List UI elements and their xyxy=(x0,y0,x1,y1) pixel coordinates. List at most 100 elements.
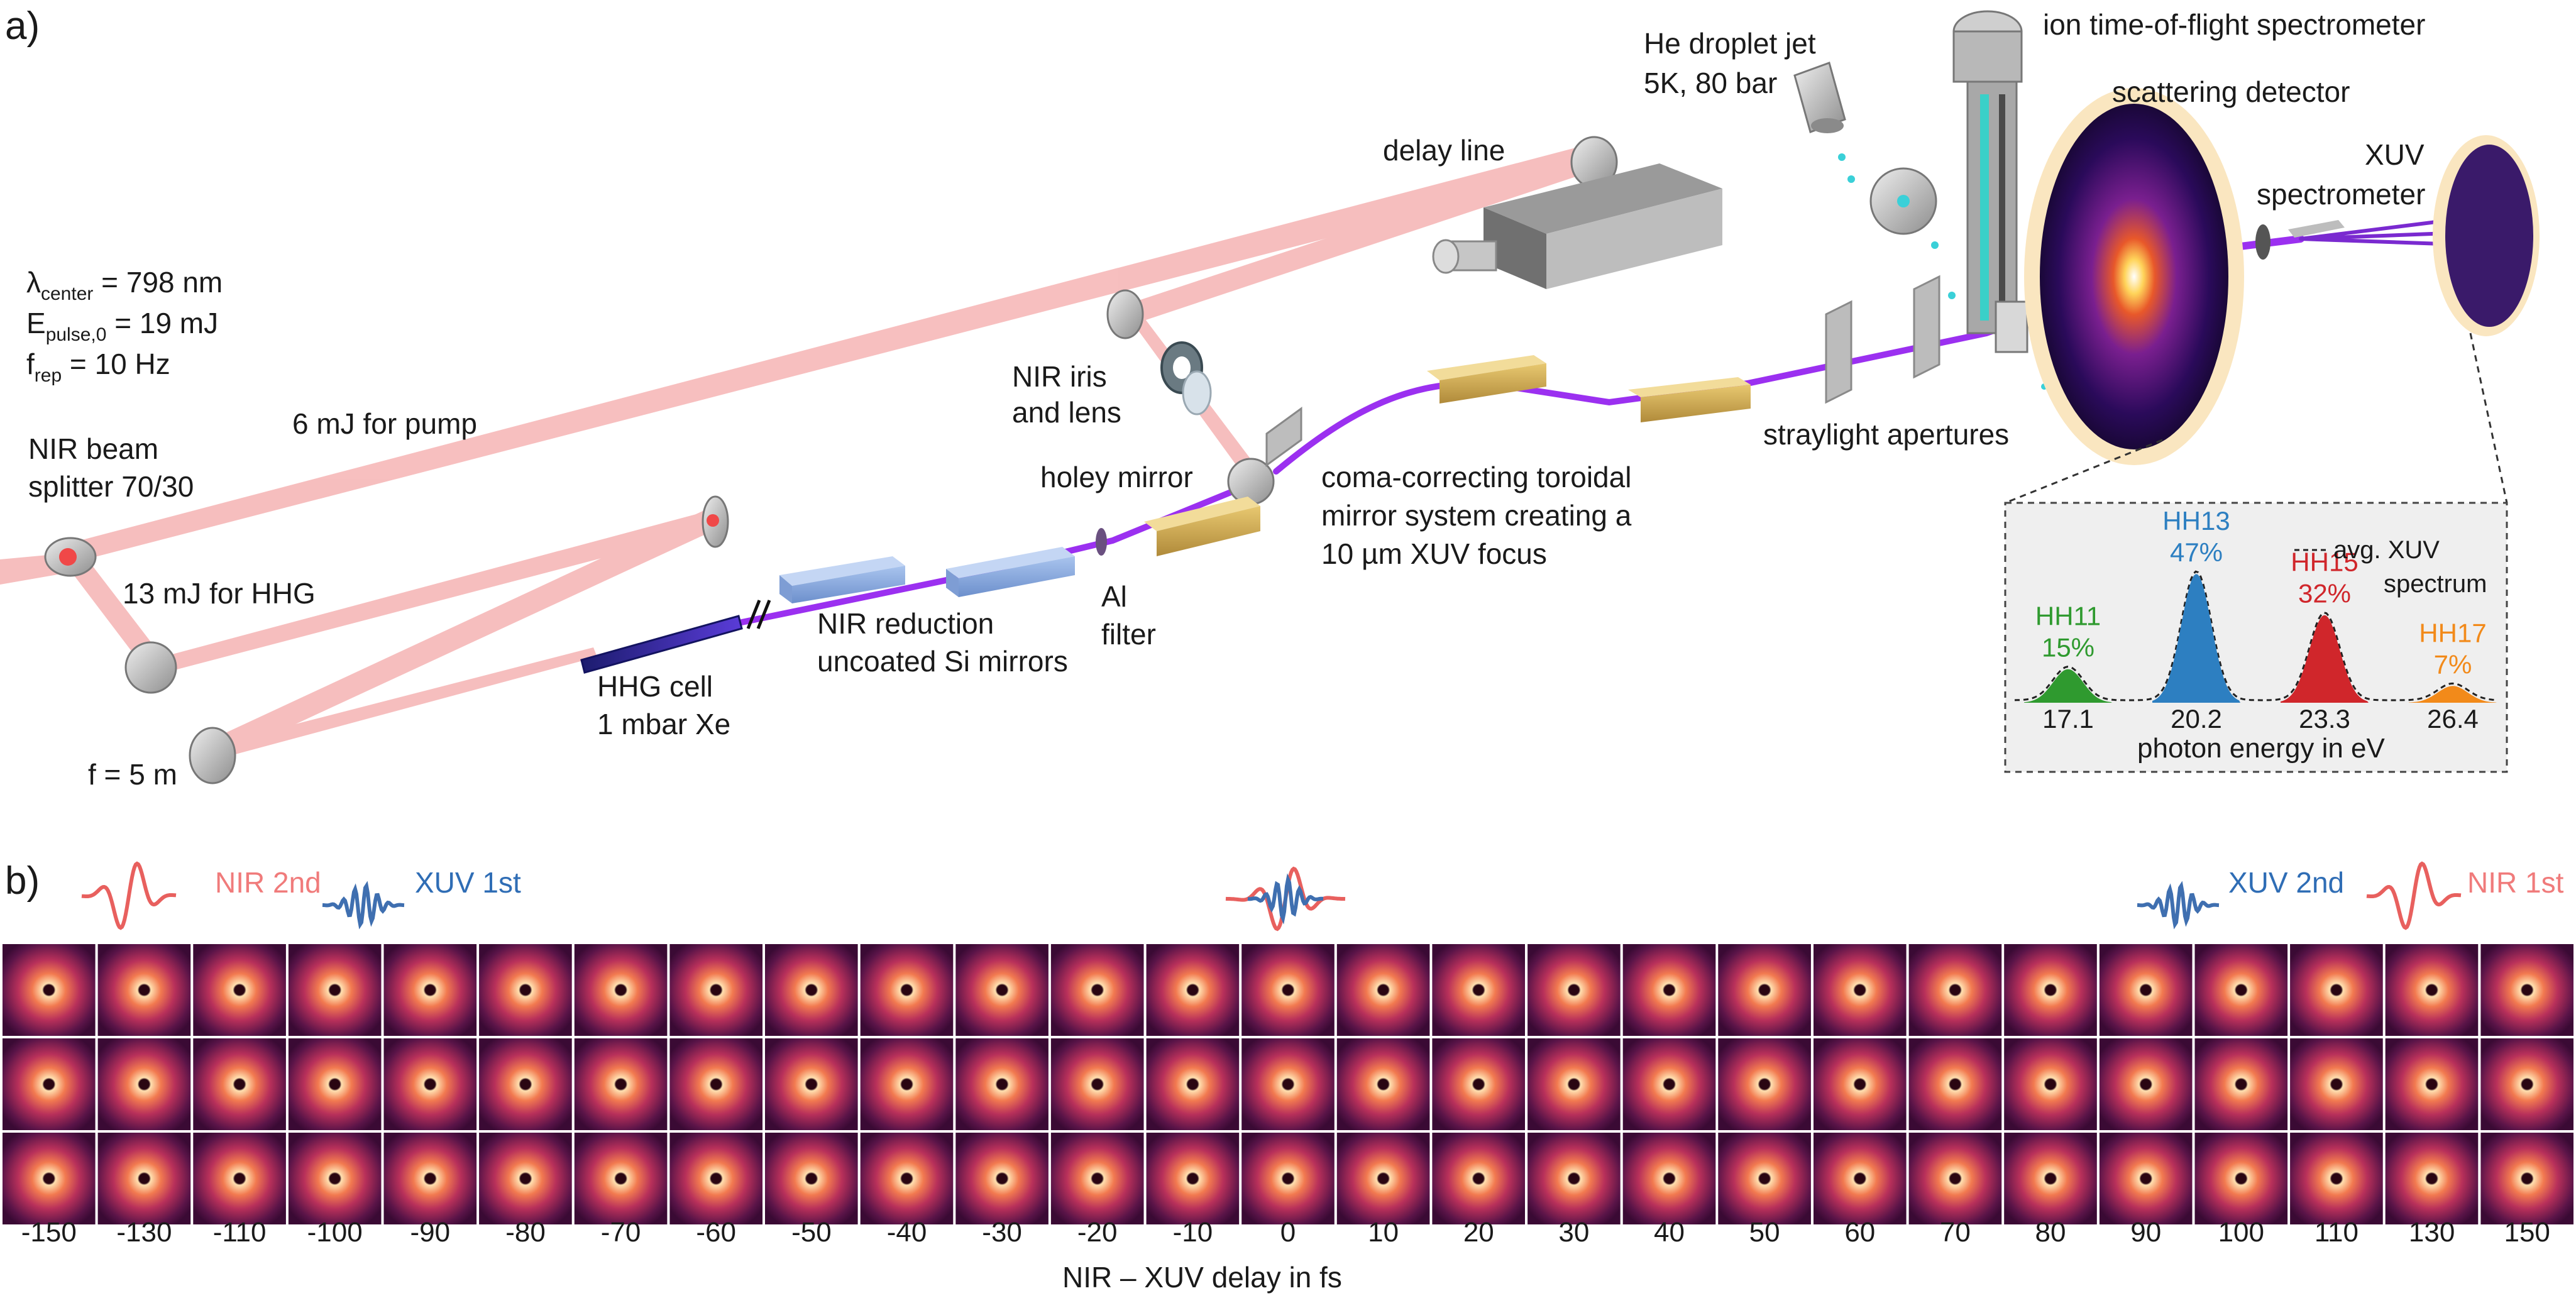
delay-label: 110 xyxy=(2315,1217,2359,1248)
delay-label: -30 xyxy=(982,1217,1022,1248)
scattering-image xyxy=(669,1133,762,1224)
xuv-2nd-label: XUV 2nd xyxy=(2228,866,2344,899)
scattering-image xyxy=(2290,944,2383,1036)
scattering-image xyxy=(765,1133,858,1224)
scattering-image xyxy=(3,944,96,1036)
scattering-image xyxy=(97,1133,191,1224)
scattering-image xyxy=(1622,1038,1716,1130)
component-labels: 6 mJ for pump NIR beam splitter 70/30 13… xyxy=(28,8,2425,791)
scattering-image xyxy=(1336,944,1430,1036)
delay-axis-title: NIR – XUV delay in fs xyxy=(1062,1261,1342,1294)
peak-energy: 17.1 xyxy=(2042,704,2094,734)
scattering-image xyxy=(765,944,858,1036)
scattering-image xyxy=(2385,944,2479,1036)
scattering-image xyxy=(860,944,954,1036)
scattering-image xyxy=(2290,1038,2383,1130)
scattering-image xyxy=(288,1038,382,1130)
scattering-image xyxy=(1814,1133,1907,1224)
scattering-image xyxy=(574,944,668,1036)
delay-label: -10 xyxy=(1173,1217,1213,1248)
iris-lens xyxy=(1160,341,1212,415)
scattering-image xyxy=(2004,944,2097,1036)
scattering-image xyxy=(383,944,477,1036)
scattering-image xyxy=(3,1133,96,1224)
delay-label: 90 xyxy=(2130,1217,2161,1248)
scattering-image xyxy=(1432,1133,1525,1224)
scattering-image xyxy=(955,1038,1049,1130)
delay-label: -60 xyxy=(696,1217,736,1248)
scattering-image xyxy=(1241,1038,1335,1130)
scattering-image xyxy=(2194,1038,2288,1130)
al-label-1: Al xyxy=(1101,580,1127,613)
scattering-image xyxy=(1050,944,1144,1036)
scattering-image xyxy=(1050,1038,1144,1130)
scattering-image xyxy=(479,944,572,1036)
scattering-image xyxy=(1146,1133,1240,1224)
coma-label-2: mirror system creating a xyxy=(1321,499,1632,532)
scattering-image xyxy=(2099,1038,2193,1130)
steering-mirror xyxy=(1265,407,1302,467)
scattering-image xyxy=(955,1133,1049,1224)
holey-mirror-label: holey mirror xyxy=(1040,461,1193,493)
panel-b-label: b) xyxy=(5,859,40,903)
splitter-label-2: splitter 70/30 xyxy=(28,470,194,503)
delay-label: 10 xyxy=(1368,1217,1399,1248)
scattering-image xyxy=(2004,1133,2097,1224)
delay-label: -40 xyxy=(887,1217,927,1248)
delay-label: -80 xyxy=(505,1217,546,1248)
delay-label: 60 xyxy=(1844,1217,1875,1248)
hhg-beam-3 xyxy=(201,510,719,761)
scattering-image xyxy=(860,1133,954,1224)
iris-label-2: and lens xyxy=(1012,396,1121,429)
xuv-1st-label: XUV 1st xyxy=(415,866,521,899)
scattering-image xyxy=(3,1038,96,1130)
delay-line-label: delay line xyxy=(1383,134,1505,167)
scattering-image xyxy=(765,1038,858,1130)
scattering-image xyxy=(193,1038,286,1130)
delay-label: 130 xyxy=(2409,1217,2455,1248)
coma-label-3: 10 µm XUV focus xyxy=(1321,537,1547,570)
hhg-beam-1 xyxy=(63,552,165,670)
peak-percent: 7% xyxy=(2434,649,2472,679)
nir-1st-label: NIR 1st xyxy=(2467,866,2564,899)
xuv-spec-label-2: spectrometer xyxy=(2257,178,2425,211)
scattering-image xyxy=(1718,1038,1811,1130)
pump-label: 6 mJ for pump xyxy=(292,407,477,440)
scattering-image xyxy=(2099,944,2193,1036)
pump-beam xyxy=(60,146,1597,561)
scattering-image xyxy=(1527,944,1621,1036)
si-mirrors xyxy=(779,547,1075,603)
jet-label-1: He droplet jet xyxy=(1644,27,1816,60)
scattering-image xyxy=(1336,1038,1430,1130)
scattering-image xyxy=(669,944,762,1036)
delay-label: 100 xyxy=(2218,1217,2264,1248)
tof-label: ion time-of-flight spectrometer xyxy=(2043,8,2425,41)
iris-label-1: NIR iris xyxy=(1012,360,1107,393)
scattering-image xyxy=(97,944,191,1036)
delay-label: -130 xyxy=(116,1217,172,1248)
scattering-image xyxy=(288,944,382,1036)
parameters: λcenter = 798 nm Epulse,0 = 19 mJ frep =… xyxy=(26,266,223,386)
scattering-image xyxy=(383,1038,477,1130)
scattering-image xyxy=(574,1133,668,1224)
scattering-image xyxy=(1622,944,1716,1036)
delay-label: -70 xyxy=(601,1217,641,1248)
scattering-image xyxy=(1146,944,1240,1036)
scatter-label: scattering detector xyxy=(2112,75,2350,108)
scattering-image xyxy=(860,1038,954,1130)
peak-hh13 xyxy=(2152,574,2240,703)
al-filter xyxy=(1096,528,1107,556)
pulse-labels: NIR 2nd XUV 1st XUV 2nd NIR 1st xyxy=(215,866,2564,899)
nir-1st-wave xyxy=(2366,861,2462,930)
scattering-image xyxy=(1622,1133,1716,1224)
spectrum-inset: HH1115%17.1HH1347%20.2HH1532%23.3HH177%2… xyxy=(2004,502,2508,773)
he-droplet-jet xyxy=(1793,62,2047,390)
scattering-image xyxy=(1527,1038,1621,1130)
inset-xlabel: photon energy in eV xyxy=(2137,733,2386,764)
peak-energy: 26.4 xyxy=(2427,704,2479,734)
delay-label: -20 xyxy=(1077,1217,1118,1248)
xuv-overlap-wave xyxy=(1247,873,1324,925)
legend-label-2: spectrum xyxy=(2384,570,2487,598)
scattering-image xyxy=(1908,944,2002,1036)
